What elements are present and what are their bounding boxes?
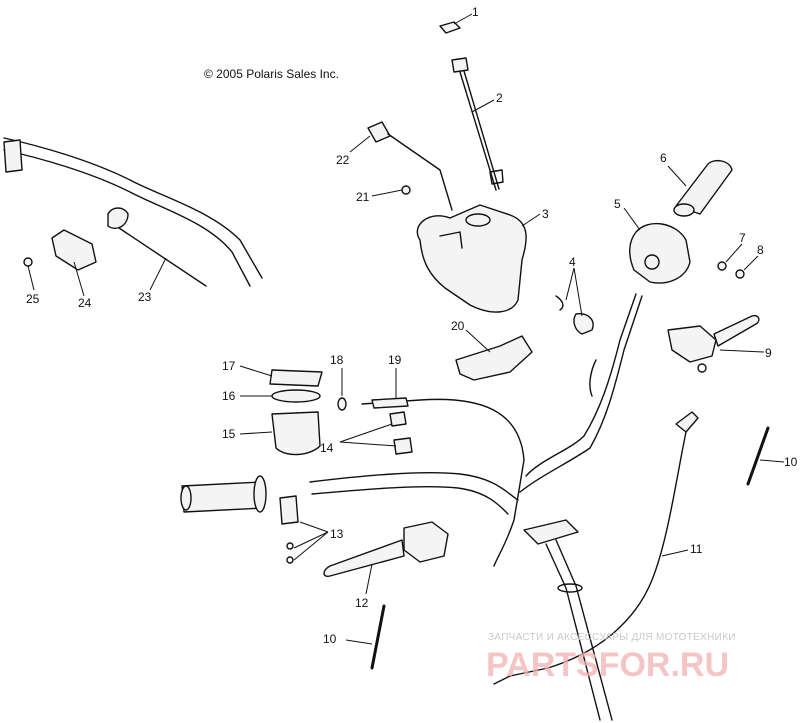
part-4-brackets bbox=[555, 295, 594, 335]
part-20-bracket bbox=[455, 335, 533, 381]
part-7-screw bbox=[717, 261, 727, 271]
callout-20: 20 bbox=[451, 319, 465, 333]
callout-16: 16 bbox=[222, 389, 236, 403]
callout-22: 22 bbox=[336, 153, 350, 167]
copyright-text: © 2005 Polaris Sales Inc. bbox=[204, 67, 339, 81]
callout-8: 8 bbox=[757, 243, 764, 257]
callout-24: 24 bbox=[78, 296, 92, 310]
part-11-cable bbox=[493, 411, 699, 685]
part-8-screw bbox=[735, 269, 745, 279]
callout-3: 3 bbox=[542, 207, 549, 221]
callout-7: 7 bbox=[739, 231, 746, 245]
part-9-brake-lever bbox=[667, 314, 760, 373]
callout-23: 23 bbox=[138, 290, 152, 304]
callout-5: 5 bbox=[614, 197, 621, 211]
handlebar-upper bbox=[3, 137, 263, 287]
leader-lines bbox=[27, 13, 785, 645]
part-5-throttle-housing bbox=[629, 222, 691, 284]
callout-6: 6 bbox=[660, 151, 667, 165]
part-14-clips bbox=[389, 411, 413, 455]
callout-1: 1 bbox=[472, 5, 479, 19]
callouts: 1 2 3 4 5 6 7 8 9 10 10 11 12 13 14 15 1… bbox=[26, 5, 798, 646]
part-10-bolt-bottom bbox=[370, 604, 386, 670]
callout-11: 11 bbox=[690, 542, 703, 556]
callout-2: 2 bbox=[496, 91, 503, 105]
part-21-bolt bbox=[401, 185, 411, 195]
part-6-grip bbox=[673, 159, 733, 217]
callout-12: 12 bbox=[355, 596, 369, 610]
callout-9: 9 bbox=[765, 346, 772, 360]
part-3-tank bbox=[416, 204, 527, 313]
callout-10-bottom: 10 bbox=[323, 632, 337, 646]
part-16-gasket bbox=[271, 389, 321, 403]
part-17-cap-plate bbox=[269, 369, 323, 387]
handlebar-main bbox=[309, 293, 643, 515]
watermark: ЗАПЧАСТИ И АКСЕССУАРЫ ДЛЯ МОТОТЕХНИКИ PA… bbox=[486, 632, 736, 684]
part-15-cover bbox=[271, 411, 321, 456]
callout-25: 25 bbox=[26, 292, 40, 306]
part-24-switch bbox=[51, 229, 97, 271]
callout-10-right: 10 bbox=[784, 455, 798, 469]
watermark-tagline: ЗАПЧАСТИ И АКСЕССУАРЫ ДЛЯ МОТОТЕХНИКИ bbox=[488, 632, 736, 643]
part-22-fitting bbox=[367, 121, 453, 211]
part-1-cap bbox=[439, 21, 461, 34]
steering-post bbox=[523, 519, 613, 721]
part-18-grommet bbox=[337, 397, 347, 411]
part-19-cable bbox=[361, 397, 525, 567]
left-grip bbox=[180, 475, 267, 513]
part-25-screw bbox=[23, 257, 33, 267]
callout-13: 13 bbox=[330, 527, 344, 541]
part-13-clamp bbox=[279, 495, 299, 564]
watermark-site: PARTSFOR.RU bbox=[486, 646, 729, 684]
part-23-cable bbox=[107, 207, 207, 287]
part-10-bolt-right bbox=[746, 426, 770, 486]
callout-14: 14 bbox=[320, 441, 334, 455]
part-12-clutch-lever bbox=[323, 521, 449, 578]
callout-4: 4 bbox=[569, 255, 576, 269]
callout-15: 15 bbox=[222, 427, 236, 441]
callout-18: 18 bbox=[330, 353, 344, 367]
callout-19: 19 bbox=[388, 353, 402, 367]
part-2-tube bbox=[451, 57, 504, 191]
callout-21: 21 bbox=[356, 190, 370, 204]
callout-17: 17 bbox=[222, 359, 236, 373]
